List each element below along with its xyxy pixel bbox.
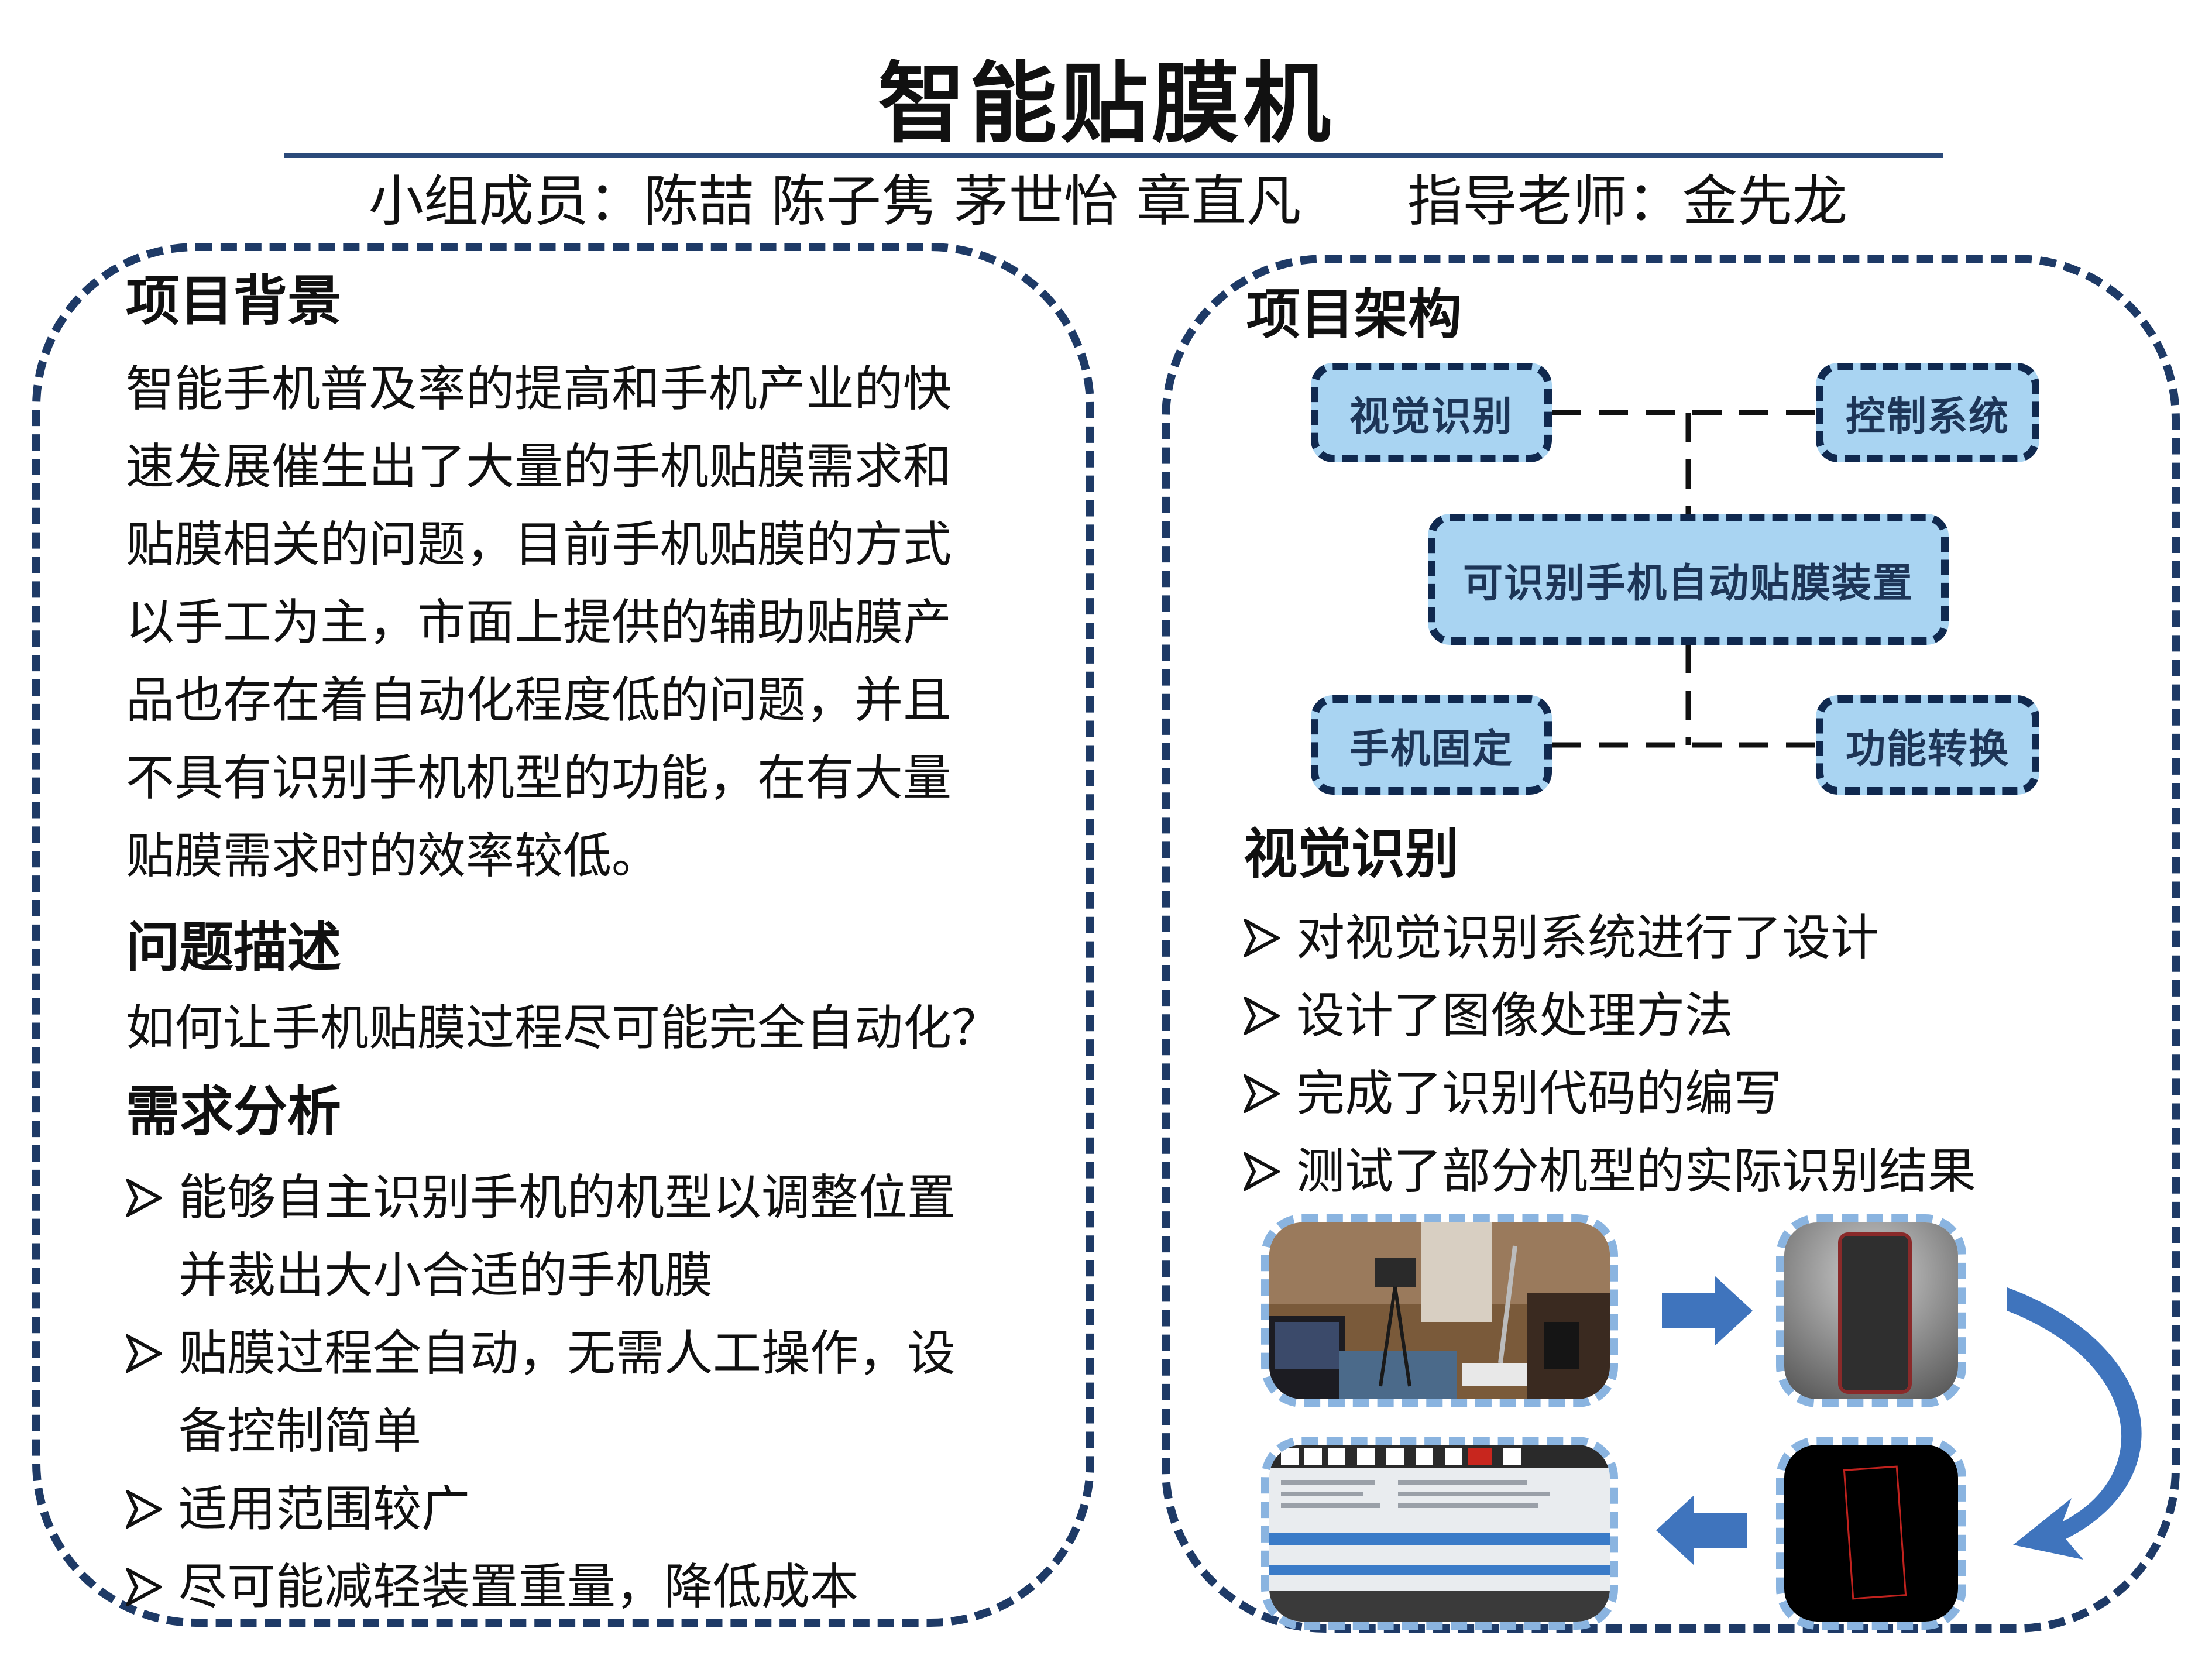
list-item: 适用范围较广: [126, 1470, 956, 1548]
background-heading: 项目背景: [126, 270, 342, 332]
vision-heading: 视觉识别: [1244, 823, 1459, 885]
background-line: 贴膜需求时的效率较低。: [126, 827, 660, 884]
list-item-line: 对视觉识别系统进行了设计: [1296, 909, 1879, 966]
arrowhead-bullet-icon: [126, 1490, 162, 1529]
team-members: 小组成员：陈喆 陈子隽 茅世怡 章直凡: [369, 170, 1301, 233]
list-item-line: 完成了识别代码的编写: [1296, 1065, 1782, 1122]
arrowhead-bullet-icon: [1244, 1152, 1280, 1191]
advisor: 指导老师：金先龙: [1407, 170, 1848, 233]
list-item-line: 能够自主识别手机的机型以调整位置: [178, 1169, 956, 1226]
list-item-line: 设计了图像处理方法: [1296, 987, 1733, 1044]
arrowhead-bullet-icon: [126, 1334, 162, 1373]
list-item-line: 尽可能减轻装置重量，降低成本: [178, 1558, 858, 1615]
arch-box-control: 控制系统: [1816, 363, 2039, 462]
vision-list: 对视觉识别系统进行了设计 设计了图像处理方法 完成了识别代码的编写 测试了部分机…: [1244, 899, 1976, 1210]
poster-title: 智能贴膜机: [877, 53, 1334, 155]
background-line: 智能手机普及率的提高和手机产业的快: [126, 360, 952, 417]
arrowhead-bullet-icon: [126, 1179, 162, 1217]
background-line: 贴膜相关的问题，目前手机贴膜的方式: [126, 516, 952, 573]
arch-box-center: 可识别手机自动贴膜装置: [1428, 514, 1949, 645]
background-line: 速发展催生出了大量的手机贴膜需求和: [126, 438, 952, 495]
list-item-line: 并裁出大小合适的手机膜: [178, 1247, 713, 1304]
photo-captured-phone: [1776, 1214, 1966, 1407]
list-item-line: 测试了部分机型的实际识别结果: [1296, 1143, 1976, 1200]
title-underline: [284, 153, 1943, 158]
arch-box-vision: 视觉识别: [1311, 363, 1552, 462]
arch-box-fixing: 手机固定: [1311, 695, 1552, 795]
problem-text: 如何让手机贴膜过程尽可能完全自动化？: [126, 999, 1000, 1056]
list-item-line: 适用范围较广: [178, 1481, 470, 1537]
arrowhead-bullet-icon: [1244, 997, 1280, 1035]
requirements-list: 能够自主识别手机的机型以调整位置 并裁出大小合适的手机膜 贴膜过程全自动，无需人…: [126, 1159, 956, 1626]
list-item: 测试了部分机型的实际识别结果: [1244, 1132, 1976, 1210]
list-item: 能够自主识别手机的机型以调整位置 并裁出大小合适的手机膜: [126, 1159, 956, 1314]
photo-binary-result: [1776, 1437, 1966, 1630]
background-paragraph: 智能手机普及率的提高和手机产业的快 速发展催生出了大量的手机贴膜需求和 贴膜相关…: [126, 350, 1027, 895]
list-item: 贴膜过程全自动，无需人工操作，设 备控制简单: [126, 1314, 956, 1470]
photo-camera-setup: [1261, 1214, 1618, 1407]
arrowhead-bullet-icon: [1244, 1074, 1280, 1113]
list-item-line: 贴膜过程全自动，无需人工操作，设: [178, 1325, 956, 1382]
list-item: 设计了图像处理方法: [1244, 977, 1976, 1055]
requirements-heading: 需求分析: [126, 1080, 342, 1143]
left-panel: [32, 243, 1094, 1627]
arch-box-switching: 功能转换: [1816, 695, 2039, 795]
background-line: 以手工为主，市面上提供的辅助贴膜产: [126, 594, 952, 651]
list-item: 对视觉识别系统进行了设计: [1244, 899, 1976, 977]
problem-heading: 问题描述: [126, 916, 342, 979]
arrowhead-bullet-icon: [1244, 919, 1280, 957]
architecture-heading: 项目架构: [1246, 283, 1462, 346]
background-line: 不具有识别手机机型的功能，在有大量: [126, 750, 952, 806]
list-item-line: 备控制简单: [178, 1403, 421, 1459]
arrowhead-bullet-icon: [126, 1568, 162, 1606]
photo-recognition-screen: [1261, 1437, 1618, 1630]
list-item: 完成了识别代码的编写: [1244, 1055, 1976, 1132]
background-line: 品也存在着自动化程度低的问题，并且: [126, 672, 952, 729]
list-item: 尽可能减轻装置重量，降低成本: [126, 1548, 956, 1626]
